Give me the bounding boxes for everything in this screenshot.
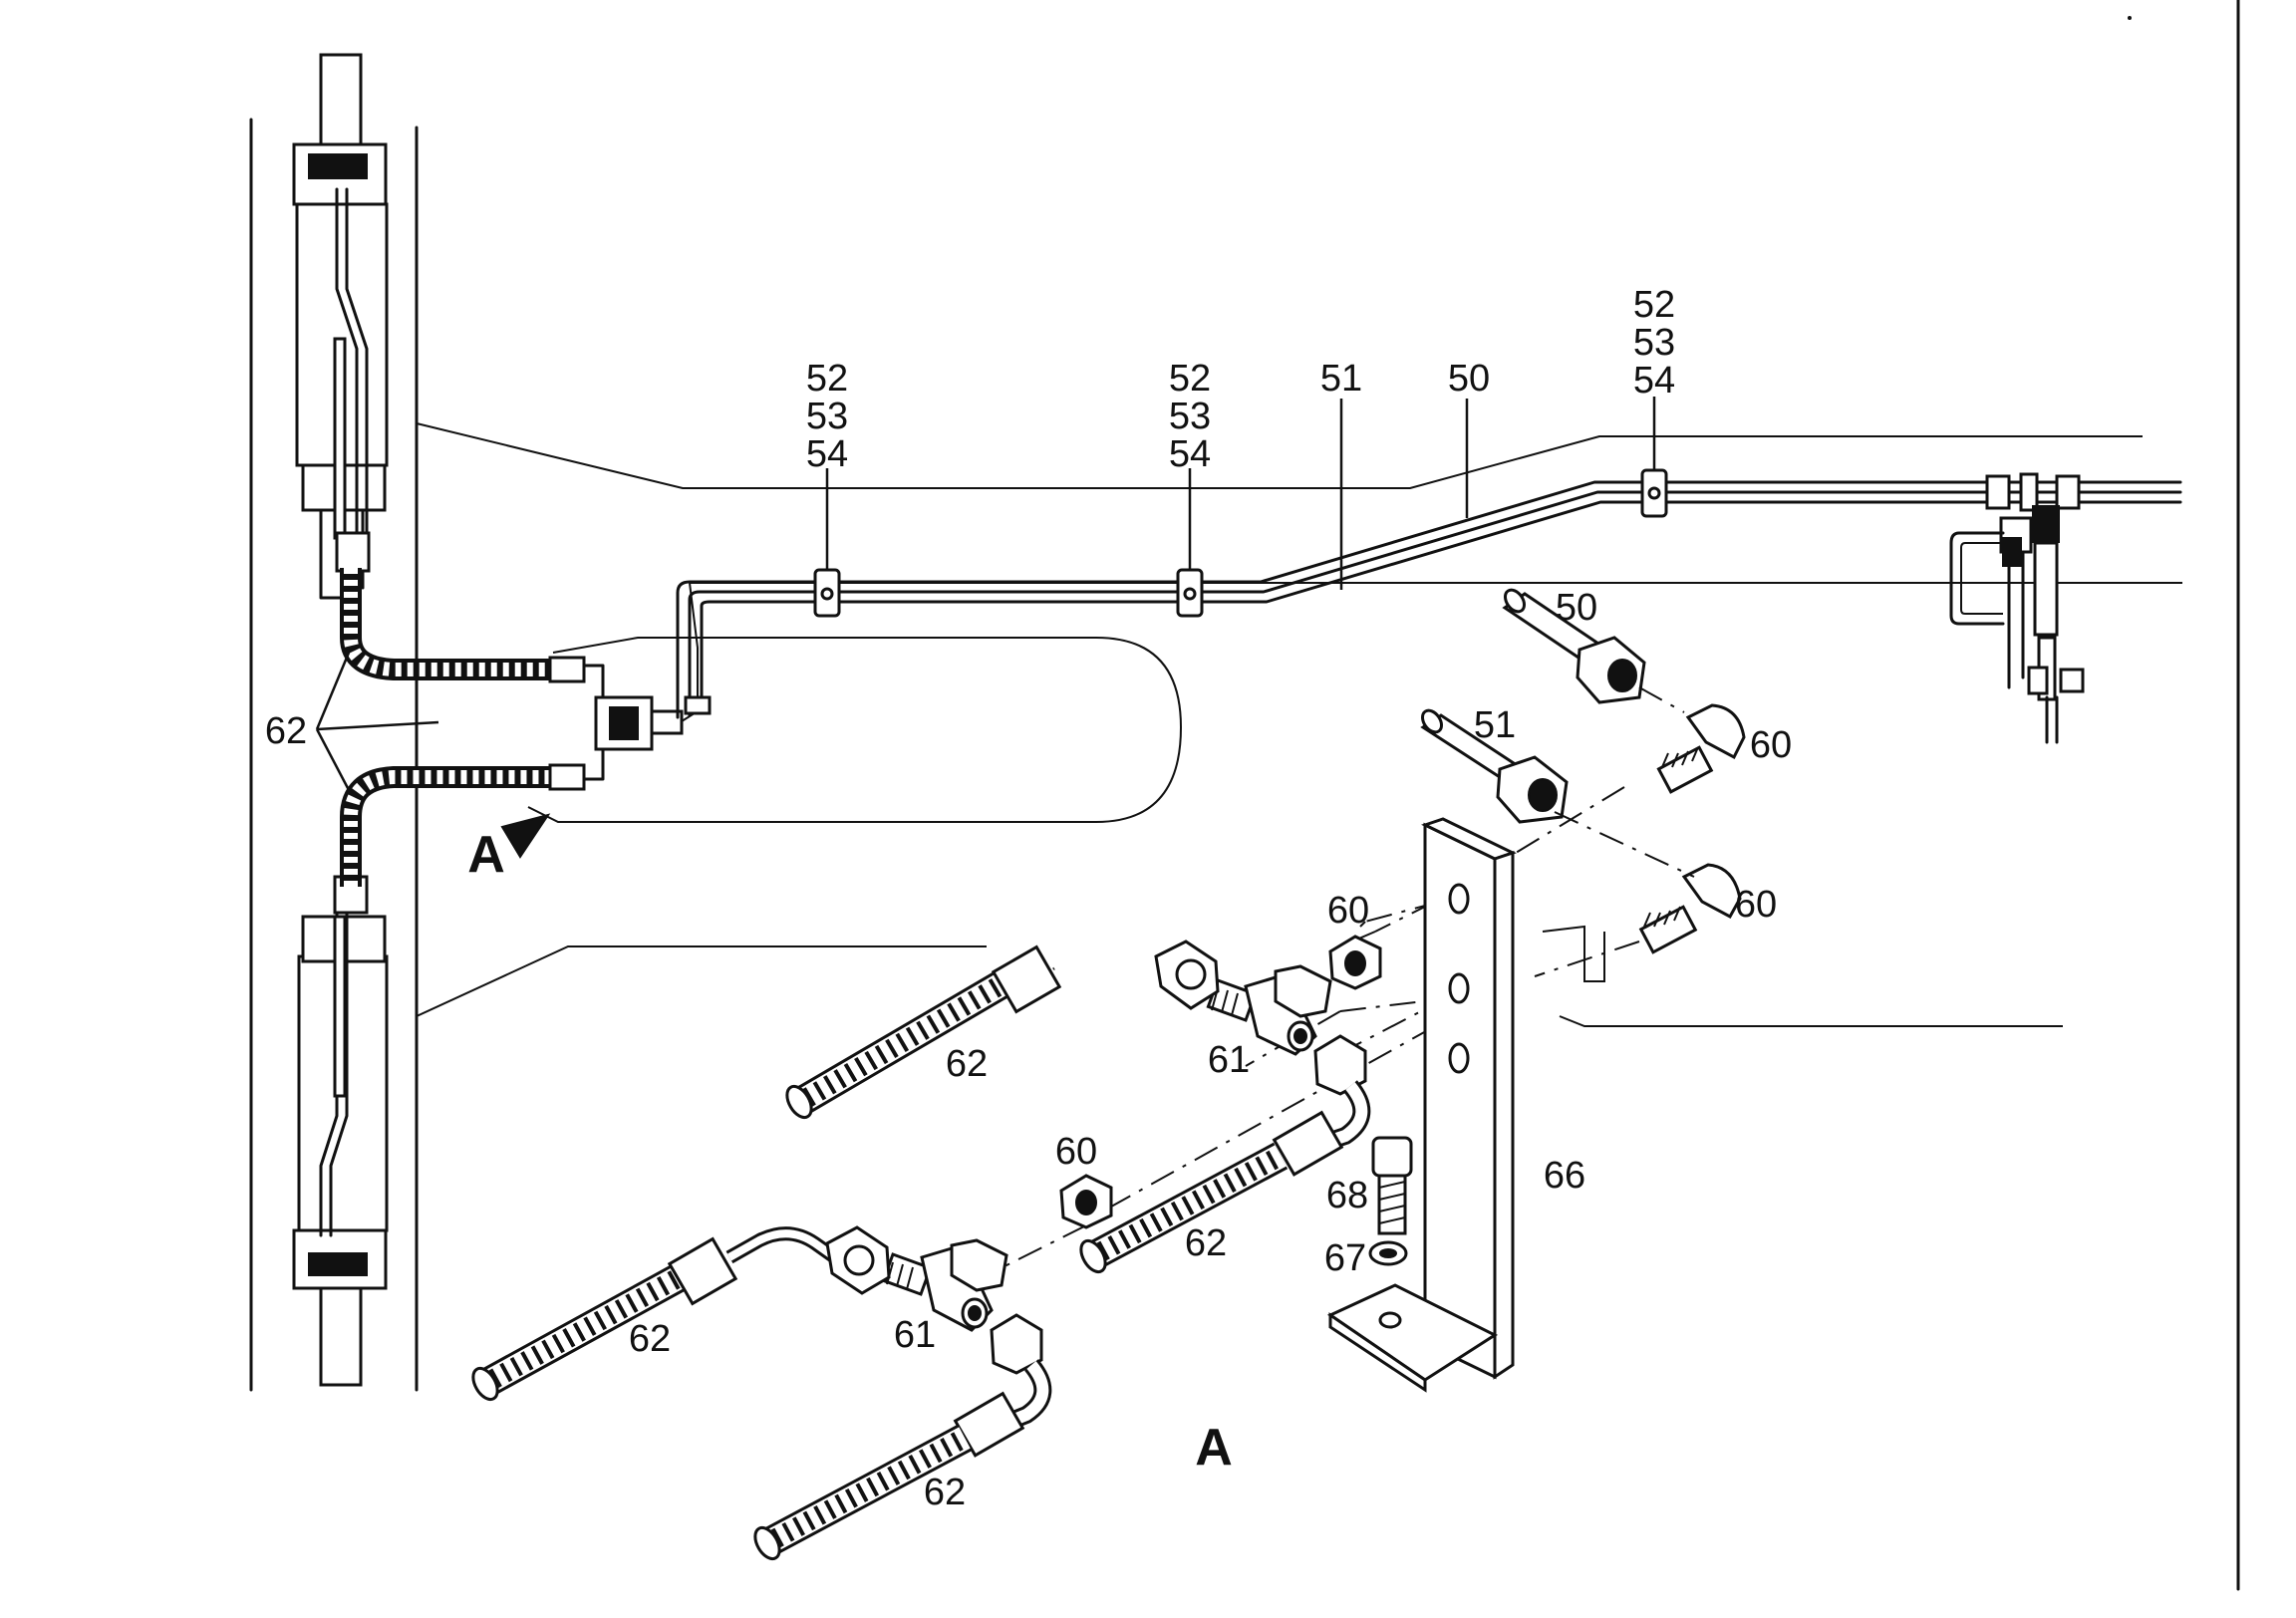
callout-66-bracket: 66 [1544, 1155, 1585, 1197]
pipe-50-detail [1502, 588, 1646, 704]
callout-54-group2: 54 [1169, 433, 1211, 475]
callout-61-tee-upper: 61 [1208, 1039, 1250, 1081]
pipe-clamp-2 [1176, 568, 1204, 618]
upper-cylinder [292, 53, 389, 600]
hose-62-upper-left [785, 937, 1220, 1120]
hose-62-lower-left [471, 1225, 891, 1402]
bolt-68 [1371, 1136, 1413, 1235]
tee-61-upper [1206, 964, 1332, 1056]
tee-61-lower [881, 1238, 1008, 1332]
pipe-run-50-51 [676, 480, 2182, 719]
callout-53-group1: 53 [806, 396, 848, 437]
callout-62-hose-lower-bottom: 62 [924, 1472, 966, 1513]
nut-60-lower [1059, 1174, 1113, 1229]
callout-62-hoses: 62 [265, 710, 307, 752]
callout-68-bolt: 68 [1326, 1175, 1368, 1216]
braided-hose-lower [340, 763, 586, 887]
callout-60-nut-upper: 60 [1327, 890, 1369, 932]
callout-62-hose-upper-left: 62 [946, 1043, 988, 1085]
pipe-clamp-3 [1640, 468, 1668, 518]
callout-60-nut-lower: 60 [1055, 1131, 1097, 1173]
callout-51-detail: 51 [1474, 704, 1516, 746]
frame-outline [249, 118, 2143, 1392]
hose-62-upper-right [1079, 1034, 1371, 1274]
callout-52-group2: 52 [1169, 358, 1211, 400]
elbow-60-lower [1638, 863, 1742, 954]
hose-guide-outline [527, 637, 1183, 823]
callout-52-group3: 52 [1633, 284, 1675, 326]
callout-60-elbow-upper: 60 [1750, 724, 1792, 766]
braided-hose-upper [340, 568, 586, 683]
view-arrow [500, 813, 551, 859]
callout-52-group1: 52 [806, 358, 848, 400]
callout-54-group3: 54 [1633, 360, 1675, 402]
callout-60-elbow-lower: 60 [1735, 884, 1777, 926]
callout-62-hose-upper-right: 62 [1185, 1222, 1227, 1264]
lower-cylinder [292, 875, 389, 1387]
leader-lines-top [315, 397, 1656, 791]
nut-60-upper [1328, 935, 1382, 990]
callout-61-tee-lower: 61 [894, 1314, 936, 1356]
callout-53-group3: 53 [1633, 322, 1675, 364]
speck [2128, 16, 2132, 20]
elbow-60-upper [1656, 703, 1746, 794]
pipe-clamp-1 [813, 568, 841, 618]
detail-view-title: A [1195, 1419, 1233, 1477]
view-marker-label: A [467, 826, 505, 884]
callout-50-detail: 50 [1556, 587, 1597, 629]
pipe-51-detail [1420, 708, 1569, 824]
washer-67 [1368, 1240, 1408, 1266]
valve-assembly-right [1949, 472, 2085, 744]
callout-53-group2: 53 [1169, 396, 1211, 437]
callout-54-group1: 54 [806, 433, 848, 475]
callout-50-pipe: 50 [1448, 358, 1490, 400]
hose-62-lower-bottom [753, 1313, 1052, 1561]
callout-51-pipe: 51 [1320, 358, 1362, 400]
bracket-66 [1326, 817, 1517, 1393]
callout-62-hose-lower-left: 62 [629, 1318, 671, 1360]
callout-67-washer: 67 [1324, 1237, 1366, 1279]
